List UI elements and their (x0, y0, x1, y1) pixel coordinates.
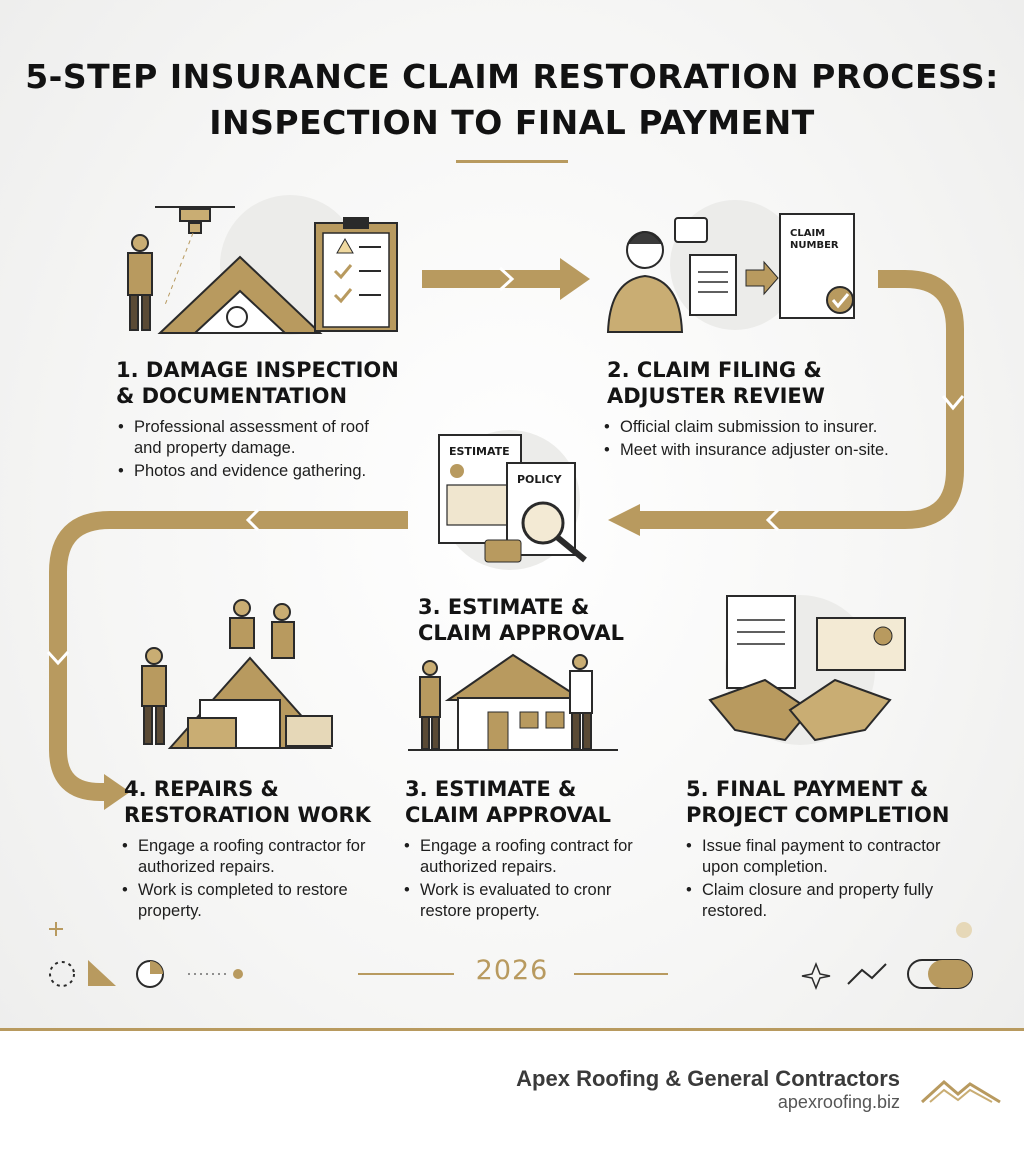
step-4-heading: 4. REPAIRS & RESTORATION WORK (124, 777, 371, 827)
house-workers-icon (408, 653, 618, 751)
step-6-heading: 5. FINAL PAYMENT & PROJECT COMPLETION (686, 777, 950, 827)
flow-arrow-right (422, 258, 590, 300)
list-item: Official claim submission to insurer. (604, 417, 944, 438)
list-item: Professional assessment of roof and prop… (118, 417, 398, 459)
list-item: Issue final payment to contractor upon c… (686, 836, 956, 878)
step-1-heading: 1. DAMAGE INSPECTION & DOCUMENTATION (116, 358, 399, 408)
list-item: Work is completed to restore property. (122, 880, 382, 922)
policy-doc-label: POLICY (517, 473, 563, 486)
handshake-contract-icon (708, 595, 906, 745)
title-divider (456, 160, 568, 163)
step-1-bullets: Professional assessment of roof and prop… (118, 417, 398, 484)
list-item: Claim closure and property fully restore… (686, 880, 956, 922)
year-label: 2026 (475, 955, 549, 986)
flow-curve-right (640, 270, 964, 529)
list-item: Work is evaluated to cronr restore prope… (404, 880, 654, 922)
list-item: Engage a roofing contractor for authoriz… (122, 836, 382, 878)
sun-icon (49, 961, 75, 987)
footer-bar (0, 1028, 1024, 1157)
step-2-heading: 2. CLAIM FILING & ADJUSTER REVIEW (607, 358, 825, 408)
step-6-bullets: Issue final payment to contractor upon c… (686, 836, 956, 924)
step-5-bullets: Engage a roofing contract for authorized… (404, 836, 654, 924)
triangle-icon (88, 960, 116, 986)
step-3-heading: 3. ESTIMATE & CLAIM APPROVAL (418, 595, 625, 645)
flow-arrowhead-left (608, 504, 640, 536)
trend-line-icon (847, 963, 887, 985)
estimate-policy-icon: ESTIMATE POLICY (438, 430, 587, 570)
list-item: Meet with insurance adjuster on-site. (604, 440, 944, 461)
roofers-repair-icon (141, 599, 333, 749)
step-4-bullets: Engage a roofing contractor for authoriz… (122, 836, 382, 924)
sparkle-icon (801, 961, 831, 991)
estimate-doc-label: ESTIMATE (449, 445, 510, 458)
page-title: 5-STEP INSURANCE CLAIM RESTORATION PROCE… (25, 57, 999, 142)
step-2-bullets: Official claim submission to insurer. Me… (604, 417, 944, 463)
step-5-heading: 3. ESTIMATE & CLAIM APPROVAL (405, 777, 612, 827)
flow-curve-left (49, 511, 408, 801)
company-name: Apex Roofing & General Contractors (516, 1066, 900, 1091)
mountain-roof-logo-icon (920, 1079, 1001, 1104)
company-website: apexroofing.biz (777, 1092, 900, 1112)
drone-roof-inspection-icon (127, 195, 398, 335)
flow-arrowhead-right (104, 774, 130, 810)
list-item: Engage a roofing contract for authorized… (404, 836, 654, 878)
decorative-footer-row (49, 922, 973, 991)
list-item: Photos and evidence gathering. (118, 461, 398, 482)
